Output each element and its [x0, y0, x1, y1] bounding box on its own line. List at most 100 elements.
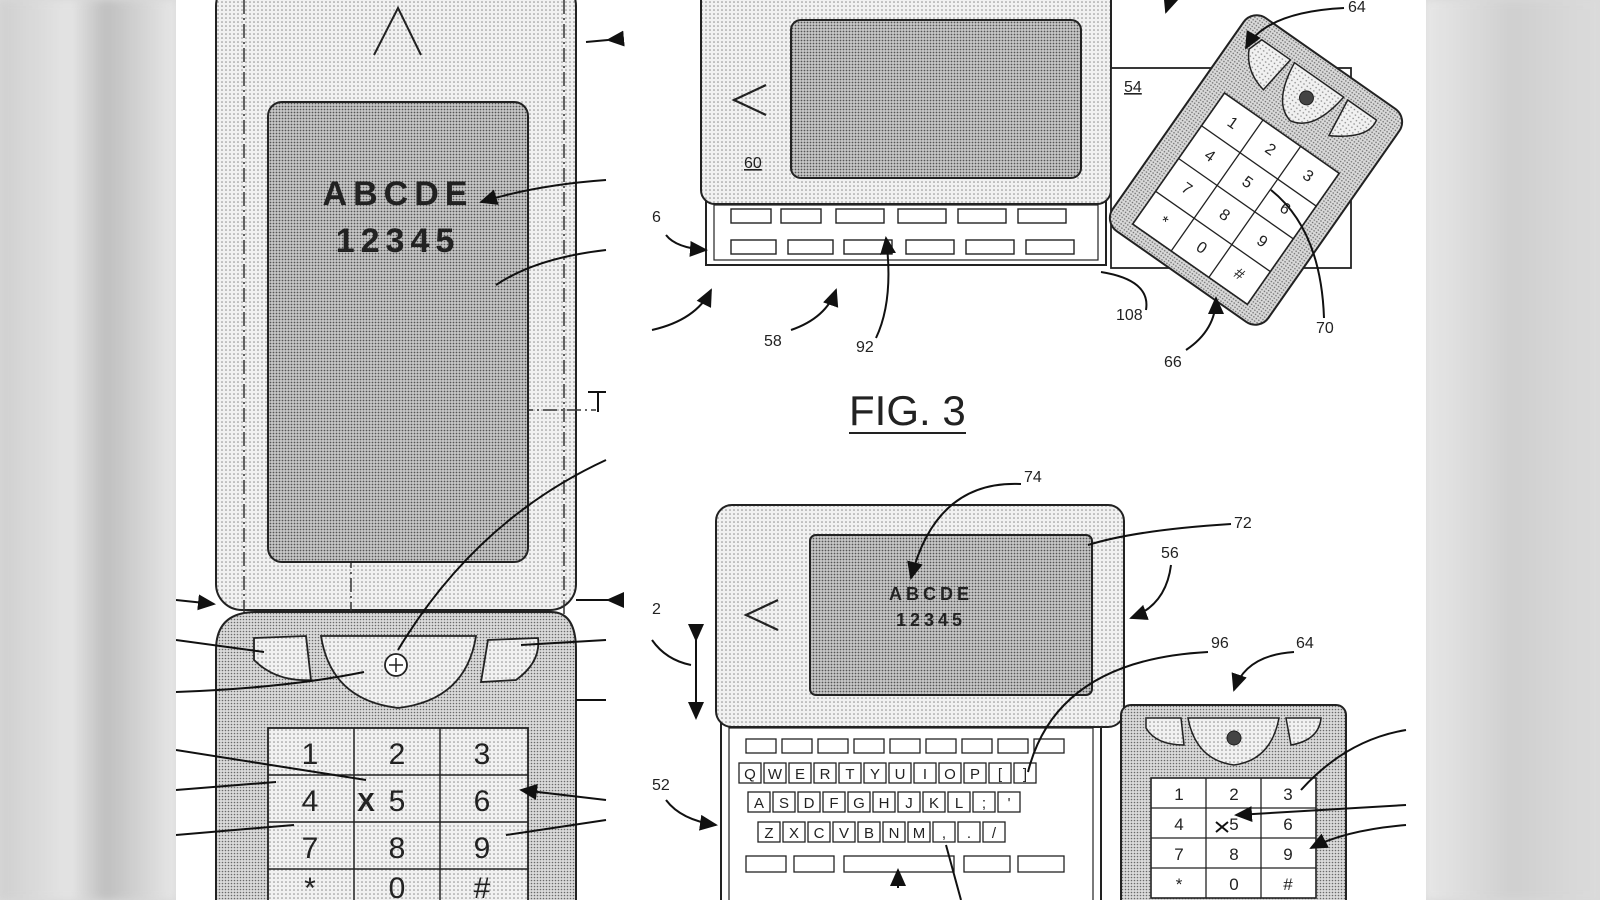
svg-text:.: . — [967, 825, 971, 842]
ref-label-54: 54 — [1124, 79, 1142, 96]
svg-text:P: P — [970, 766, 980, 783]
flip-keypad — [267, 727, 529, 900]
fig4-qwerty-row-1: Q W E R T Y U I O P [ ] — [738, 762, 1037, 784]
svg-text:M: M — [913, 825, 926, 842]
fig4-key-5: 5 — [1229, 815, 1238, 834]
leader-display — [495, 249, 607, 286]
leader-display-text — [479, 179, 607, 205]
svg-text:[: [ — [998, 766, 1003, 783]
x-mark: X — [357, 787, 375, 817]
svg-text:T: T — [845, 766, 854, 783]
leader-key-4 — [176, 781, 277, 791]
fig4-display — [809, 534, 1093, 696]
svg-text:K: K — [929, 795, 939, 812]
svg-text:Y: Y — [870, 766, 880, 783]
ref-label-60: 60 — [744, 155, 762, 172]
patent-drawing: ABCDE 12345 1 2 3 4 5 6 7 8 9 * 0 # — [176, 0, 1407, 900]
svg-text:D: D — [804, 795, 815, 812]
figure-title: FIG. 3 — [849, 387, 966, 434]
ref-label-66: 66 — [1164, 354, 1182, 371]
keypad-key-7: 7 — [302, 832, 319, 865]
fig4-display-line-2: 12345 — [896, 610, 966, 630]
svg-text:E: E — [795, 766, 805, 783]
blurred-background-right — [1424, 0, 1600, 900]
leader-nav-left — [176, 671, 365, 693]
fig4-key-8: 8 — [1229, 845, 1238, 864]
svg-text:;: ; — [982, 795, 986, 812]
fig4-key-1: 1 — [1174, 785, 1183, 804]
ref-label-52: 52 — [652, 777, 670, 794]
ref-label-2: 2 — [652, 601, 661, 618]
flip-display — [267, 101, 529, 563]
fig4-key-4: 4 — [1174, 815, 1183, 834]
ref-label-72: 72 — [1234, 515, 1252, 532]
svg-text:X: X — [789, 825, 799, 842]
fig3-key-rows — [730, 208, 1075, 255]
leader-softkey-right — [520, 639, 607, 646]
fig4-function-keys — [745, 738, 1065, 754]
fig3-display — [790, 19, 1082, 179]
svg-text:U: U — [895, 766, 906, 783]
ref-label-64-top: 64 — [1348, 0, 1366, 16]
antenna-mark — [373, 5, 422, 56]
svg-text:F: F — [829, 795, 838, 812]
fig4-key-7: 7 — [1174, 845, 1183, 864]
keypad-key-3: 3 — [474, 738, 491, 771]
leader-key-6 — [519, 783, 607, 801]
svg-text:A: A — [754, 795, 764, 812]
fig4-key-star: * — [1176, 875, 1183, 894]
keypad-key-5: 5 — [389, 785, 406, 818]
keypad-key-1: 1 — [302, 738, 319, 771]
keypad-key-0: 0 — [389, 872, 406, 900]
blurred-background-left — [0, 0, 176, 900]
right-softkey — [479, 637, 540, 683]
fig3-rotated-keypad: 1 2 3 4 5 6 7 8 9 * 0 # — [1108, 14, 1404, 326]
keypad-key-hash: # — [474, 872, 491, 900]
ref-label-6: 6 — [652, 209, 661, 226]
keypad-key-8: 8 — [389, 832, 406, 865]
fig4-space-row — [745, 855, 1065, 873]
svg-text:W: W — [768, 766, 783, 783]
display-line-2: 12345 — [336, 222, 461, 260]
svg-text:N: N — [889, 825, 900, 842]
keypad-key-star: * — [304, 872, 316, 900]
fig4-key-2: 2 — [1229, 785, 1238, 804]
fig4-key-hash: # — [1283, 875, 1293, 894]
patent-drawing-sheet: ABCDE 12345 1 2 3 4 5 6 7 8 9 * 0 # — [176, 0, 1426, 900]
svg-text:J: J — [905, 795, 913, 812]
svg-text:H: H — [879, 795, 890, 812]
flip-phone-drawing: ABCDE 12345 1 2 3 4 5 6 7 8 9 * 0 # — [176, 0, 625, 900]
svg-text:G: G — [853, 795, 865, 812]
ref-label-92: 92 — [856, 339, 874, 356]
ref-label-96: 96 — [1211, 635, 1229, 652]
keypad-key-9: 9 — [474, 832, 491, 865]
ref-label-108: 108 — [1116, 307, 1143, 324]
keypad-key-2: 2 — [389, 738, 406, 771]
svg-text:C: C — [814, 825, 825, 842]
svg-text:S: S — [779, 795, 789, 812]
fig4-qwerty-row-2: A S D F G H J K L ; ' — [747, 791, 1021, 813]
fig4-key-9: 9 — [1283, 845, 1292, 864]
svg-text:Q: Q — [744, 766, 756, 783]
fig4-qwerty-row-3: Z X C V B N M , . / — [757, 821, 1006, 843]
fig3-slider-device: 60 54 1 2 3 4 5 6 7 8 — [651, 0, 1404, 371]
fig4-key-3: 3 — [1283, 785, 1292, 804]
display-line-1: ABCDE — [323, 175, 474, 213]
svg-text:Z: Z — [764, 825, 773, 842]
leader-key-7 — [176, 824, 295, 836]
ref-label-74: 74 — [1024, 469, 1042, 486]
svg-text:/: / — [992, 825, 997, 842]
ref-label-58: 58 — [764, 333, 782, 350]
ref-label-56: 56 — [1161, 545, 1179, 562]
ref-label-70: 70 — [1316, 320, 1334, 337]
fig4-slider-device: Q W E R T Y U I O P [ ] — [651, 469, 1407, 900]
svg-text:]: ] — [1023, 766, 1027, 783]
fig4-key-6: 6 — [1283, 815, 1292, 834]
fig4-display-line-1: ABCDE — [889, 584, 973, 604]
svg-text:I: I — [923, 766, 927, 783]
svg-text:V: V — [839, 825, 849, 842]
leader-x — [176, 749, 367, 781]
svg-text:': ' — [1008, 795, 1011, 812]
svg-text:,: , — [942, 825, 946, 842]
leader-key-9 — [505, 819, 607, 836]
